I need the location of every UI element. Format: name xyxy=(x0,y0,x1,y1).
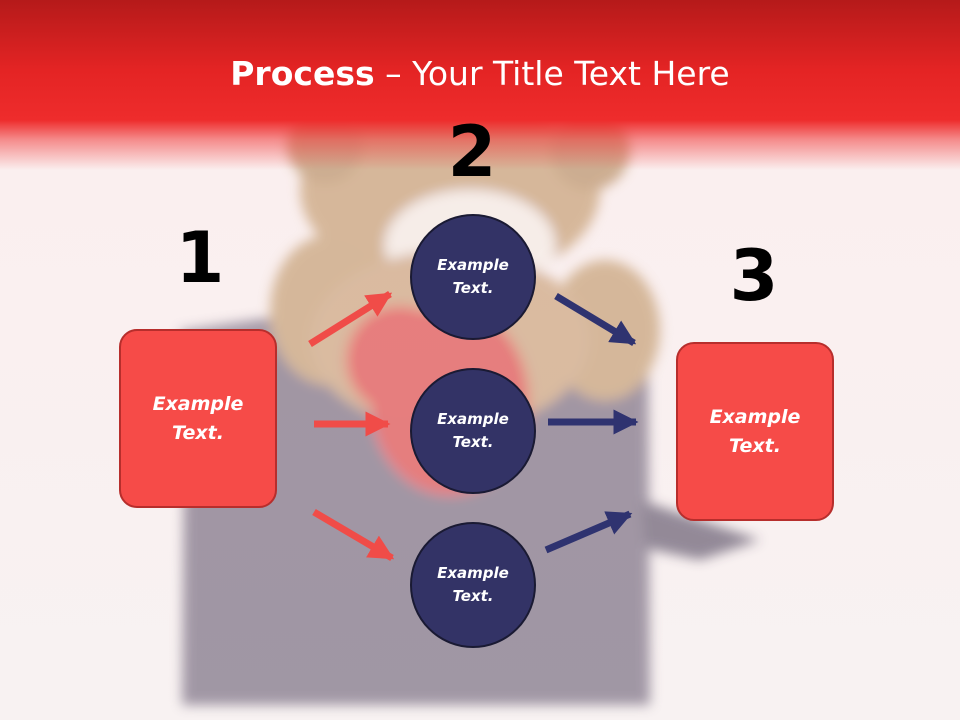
step-1-number: 1 xyxy=(175,217,225,299)
right-step-box[interactable]: Example Text. xyxy=(676,342,834,521)
right-box-text: Example Text. xyxy=(709,405,801,457)
circle-middle-text: Example Text. xyxy=(437,410,509,451)
title-bold-part: Process xyxy=(230,54,375,93)
circle-bottom-text: Example Text. xyxy=(437,564,509,605)
circle-top[interactable]: Example Text. xyxy=(410,214,536,340)
circle-middle[interactable]: Example Text. xyxy=(410,368,536,494)
left-step-box[interactable]: Example Text. xyxy=(119,329,277,508)
step-3-number: 3 xyxy=(729,235,779,317)
arrow-top-to-right xyxy=(554,293,637,346)
title-rest: – Your Title Text Here xyxy=(374,54,730,93)
arrow-left-to-top xyxy=(308,291,393,347)
step-2-number: 2 xyxy=(447,111,497,193)
title-band xyxy=(0,0,960,170)
left-box-text: Example Text. xyxy=(152,392,244,444)
circle-top-text: Example Text. xyxy=(437,256,509,297)
slide-title: Process – Your Title Text Here xyxy=(0,52,960,96)
arrow-bottom-to-right xyxy=(544,510,633,554)
circle-bottom[interactable]: Example Text. xyxy=(410,522,536,648)
arrow-left-to-bottom xyxy=(312,508,395,562)
